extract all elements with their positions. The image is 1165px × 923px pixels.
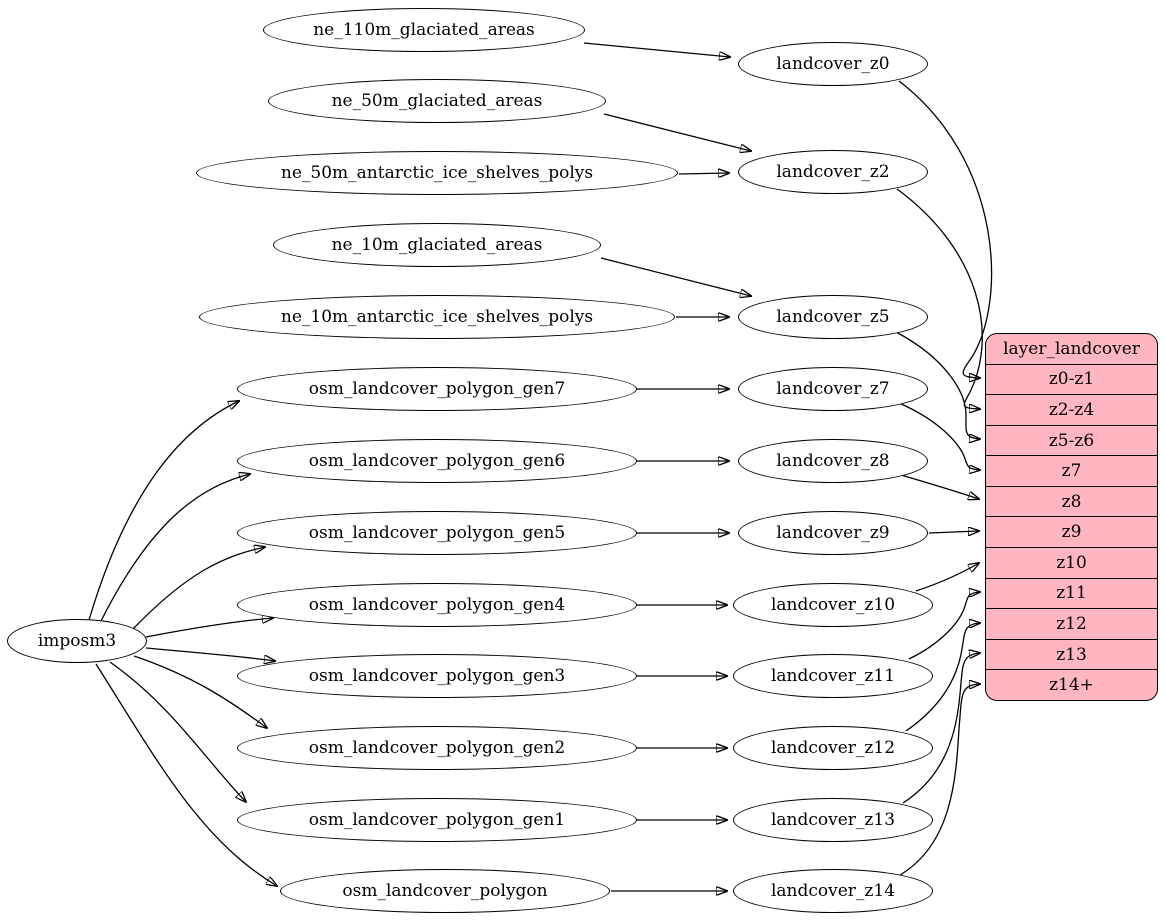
edge-imposm3-gen5 — [132, 547, 265, 630]
edge-z13-row — [902, 653, 980, 804]
edge-ne50mant-z2 — [678, 173, 729, 174]
node-ne-10m-glaciated-areas: ne_10m_glaciated_areas — [273, 223, 601, 267]
edge-ne110m-z0 — [583, 42, 730, 57]
table-row-z14plus: z14+ — [986, 669, 1157, 700]
table-row-z12: z12 — [986, 608, 1157, 639]
edge-z7-row — [898, 402, 980, 470]
table-header: layer_landcover — [1003, 338, 1140, 359]
table-row-z9: z9 — [986, 516, 1157, 547]
edge-z0-row — [898, 80, 993, 378]
edge-imposm3-gen3 — [145, 647, 275, 661]
node-landcover-z11: landcover_z11 — [733, 654, 933, 698]
table-row-z5-z6: z5-z6 — [986, 424, 1157, 456]
edge-imposm3-gen1 — [109, 661, 246, 802]
table-row-z2-z4: z2-z4 — [986, 394, 1157, 425]
node-ne-50m-glaciated-areas: ne_50m_glaciated_areas — [268, 79, 606, 123]
edge-imposm3-gen6 — [99, 474, 250, 624]
table-row-z13: z13 — [986, 638, 1157, 670]
node-osm-landcover-polygon-gen2: osm_landcover_polygon_gen2 — [237, 726, 637, 770]
edge-z11-row — [908, 592, 980, 660]
edge-imposm3-gen4 — [145, 618, 273, 638]
node-osm-landcover-polygon-gen4: osm_landcover_polygon_gen4 — [237, 583, 637, 627]
edge-z9-row — [928, 531, 979, 533]
node-osm-landcover-polygon-gen7: osm_landcover_polygon_gen7 — [237, 367, 637, 411]
node-ne-110m-glaciated-areas: ne_110m_glaciated_areas — [263, 8, 585, 52]
node-landcover-z14: landcover_z14 — [733, 869, 933, 913]
edge-ne10mglac-z5 — [600, 257, 751, 296]
edge-z12-row — [905, 623, 980, 732]
edge-z8-row — [900, 474, 979, 499]
node-landcover-z8: landcover_z8 — [738, 439, 928, 483]
node-landcover-z12: landcover_z12 — [733, 726, 933, 770]
node-landcover-z13: landcover_z13 — [733, 798, 933, 842]
node-landcover-z7: landcover_z7 — [738, 367, 928, 411]
table-row-z11: z11 — [986, 577, 1157, 609]
node-landcover-z2: landcover_z2 — [738, 150, 928, 194]
edge-z14-row — [899, 684, 980, 876]
table-row-z7: z7 — [986, 455, 1157, 486]
node-osm-landcover-polygon-gen5: osm_landcover_polygon_gen5 — [237, 511, 637, 555]
edge-z10-row — [915, 563, 979, 592]
edge-z5-row — [895, 331, 980, 439]
node-landcover-z0: landcover_z0 — [738, 42, 928, 86]
node-osm-landcover-polygon-gen3: osm_landcover_polygon_gen3 — [237, 654, 637, 698]
edge-imposm3-gen7 — [88, 401, 239, 621]
node-landcover-z9: landcover_z9 — [738, 511, 928, 555]
table-row-z0-z1: z0-z1 — [986, 363, 1157, 395]
node-osm-landcover-polygon: osm_landcover_polygon — [280, 869, 610, 913]
node-landcover-z10: landcover_z10 — [733, 583, 933, 627]
node-osm-landcover-polygon-gen1: osm_landcover_polygon_gen1 — [237, 798, 637, 842]
table-row-z10: z10 — [986, 547, 1157, 578]
node-ne-10m-antarctic-ice-shelves-polys: ne_10m_antarctic_ice_shelves_polys — [199, 295, 675, 339]
edge-imposm3-polygon — [95, 663, 277, 886]
table-row-z8: z8 — [986, 485, 1157, 517]
node-landcover-z5: landcover_z5 — [738, 295, 928, 339]
edge-imposm3-gen2 — [133, 655, 267, 728]
node-ne-50m-antarctic-ice-shelves-polys: ne_50m_antarctic_ice_shelves_polys — [196, 151, 678, 195]
table-layer-landcover: layer_landcover z0-z1 z2-z4 z5-z6 z7 z8 … — [985, 333, 1158, 701]
node-imposm3: imposm3 — [7, 619, 147, 663]
node-osm-landcover-polygon-gen6: osm_landcover_polygon_gen6 — [237, 439, 637, 483]
edge-ne50mglac-z2 — [603, 113, 751, 151]
